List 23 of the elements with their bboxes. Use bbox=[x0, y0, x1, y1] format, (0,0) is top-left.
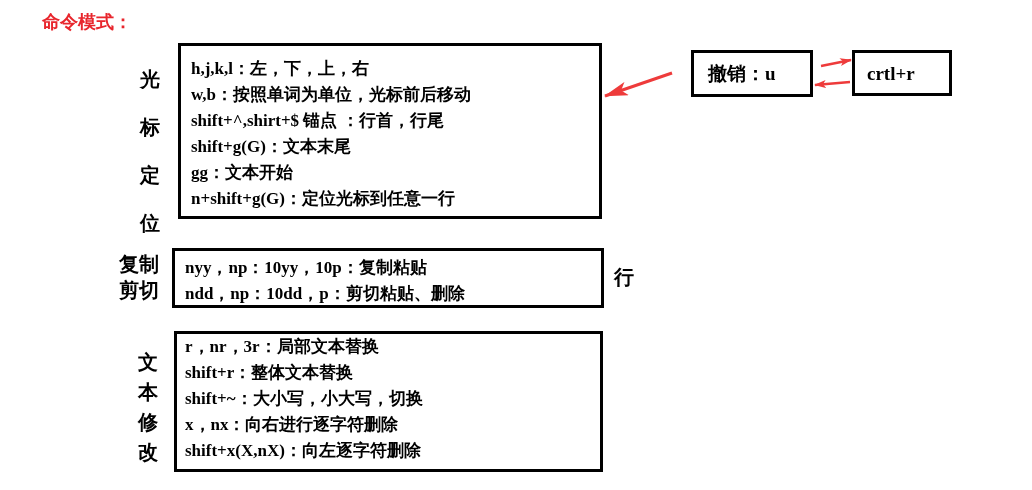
arrow bbox=[820, 58, 852, 68]
side-note: 行 bbox=[614, 265, 634, 290]
command-text: crtl+r bbox=[867, 62, 916, 86]
title: 命令模式： bbox=[42, 11, 132, 34]
command-text: shift+x(X,nX)：向左逐字符删除 bbox=[185, 440, 422, 462]
command-text: nyy，np：10yy，10p：复制粘贴 bbox=[185, 257, 428, 279]
command-text: 撤销：u bbox=[708, 62, 777, 86]
section-heading: 复制剪切 bbox=[119, 252, 159, 303]
section-heading: 文本修改 bbox=[138, 350, 158, 465]
command-text: shift+^,shirt+$ 锚点 ：行首，行尾 bbox=[191, 110, 445, 132]
command-text: shift+g(G)：文本末尾 bbox=[191, 136, 352, 158]
command-text: h,j,k,l：左，下，上，右 bbox=[191, 58, 371, 80]
command-text: x，nx：向右进行逐字符删除 bbox=[185, 414, 400, 436]
arrow bbox=[814, 80, 851, 89]
command-text: shift+r：整体文本替换 bbox=[185, 362, 355, 384]
section-heading: 光标定位 bbox=[140, 67, 160, 236]
command-text: shift+~：大小写，小大写，切换 bbox=[185, 388, 424, 410]
command-text: w,b：按照单词为单位，光标前后移动 bbox=[191, 84, 473, 106]
command-text: r，nr，3r：局部文本替换 bbox=[185, 336, 380, 358]
arrow bbox=[604, 71, 673, 98]
command-text: n+shift+g(G)：定位光标到任意一行 bbox=[191, 188, 456, 210]
command-text: ndd，np：10dd，p：剪切粘贴、删除 bbox=[185, 283, 466, 305]
command-text: gg：文本开始 bbox=[191, 162, 294, 184]
